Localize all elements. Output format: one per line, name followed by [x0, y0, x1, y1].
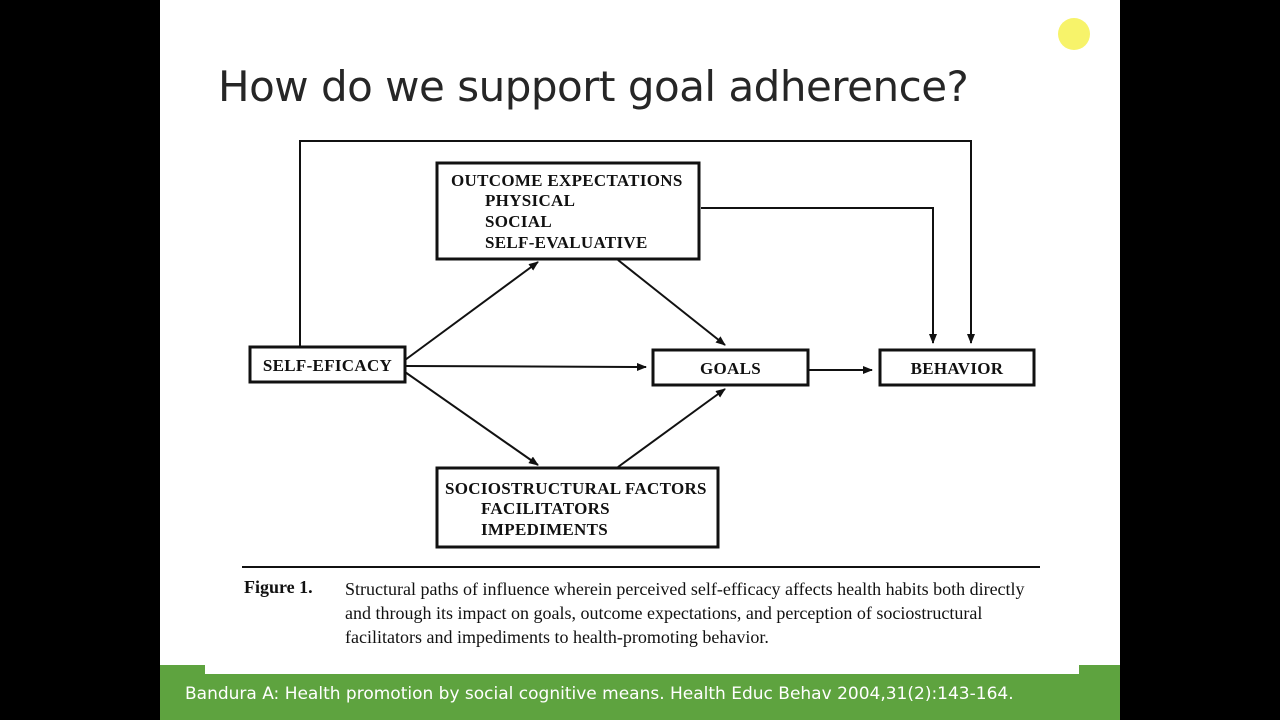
node-outcome-expectations: OUTCOME EXPECTATIONS PHYSICAL SOCIAL SEL…	[435, 161, 701, 261]
goals-label: GOALS	[700, 359, 761, 378]
figure-label: Figure 1.	[244, 577, 313, 597]
node-sociostructural-factors: SOCIOSTRUCTURAL FACTORS FACILITATORS IMP…	[435, 466, 720, 549]
slide: How do we support goal adherence? OUTCOM…	[160, 0, 1120, 720]
node-behavior: BEHAVIOR	[878, 348, 1036, 387]
citation-bar-notch	[205, 665, 1079, 674]
sociostructural-item-facilitators: FACILITATORS	[481, 499, 610, 518]
structural-paths-diagram: OUTCOME EXPECTATIONS PHYSICAL SOCIAL SEL…	[248, 140, 1036, 549]
figure-divider	[242, 566, 1040, 568]
outcome-item-self-evaluative: SELF-EVALUATIVE	[485, 233, 648, 252]
outcome-item-social: SOCIAL	[485, 212, 552, 231]
edge-sociostructural-to-goals	[617, 388, 726, 468]
edge-self-efficacy-to-sociostructural	[404, 371, 539, 466]
sociostructural-item-impediments: IMPEDIMENTS	[481, 520, 608, 539]
sociostructural-heading: SOCIOSTRUCTURAL FACTORS	[445, 479, 707, 498]
citation-text: Bandura A: Health promotion by social co…	[185, 684, 1014, 704]
edge-outcome-to-goals	[617, 259, 726, 346]
node-goals: GOALS	[651, 348, 810, 387]
edge-self-efficacy-to-goals	[404, 362, 647, 371]
edge-self-efficacy-to-behavior	[299, 140, 975, 346]
node-self-efficacy: SELF-EFICACY	[248, 345, 407, 384]
citation-bar	[160, 665, 1120, 720]
outcome-item-physical: PHYSICAL	[485, 191, 575, 210]
laser-pointer-dot	[1058, 18, 1090, 50]
self-efficacy-label: SELF-EFICACY	[263, 356, 392, 375]
edge-self-efficacy-to-outcome	[404, 261, 539, 361]
outcome-expectations-heading: OUTCOME EXPECTATIONS	[451, 171, 683, 190]
edge-outcome-to-behavior	[701, 207, 937, 344]
figure-caption: Structural paths of influence wherein pe…	[345, 579, 1025, 647]
slide-title: How do we support goal adherence?	[218, 62, 969, 111]
behavior-label: BEHAVIOR	[911, 359, 1004, 378]
